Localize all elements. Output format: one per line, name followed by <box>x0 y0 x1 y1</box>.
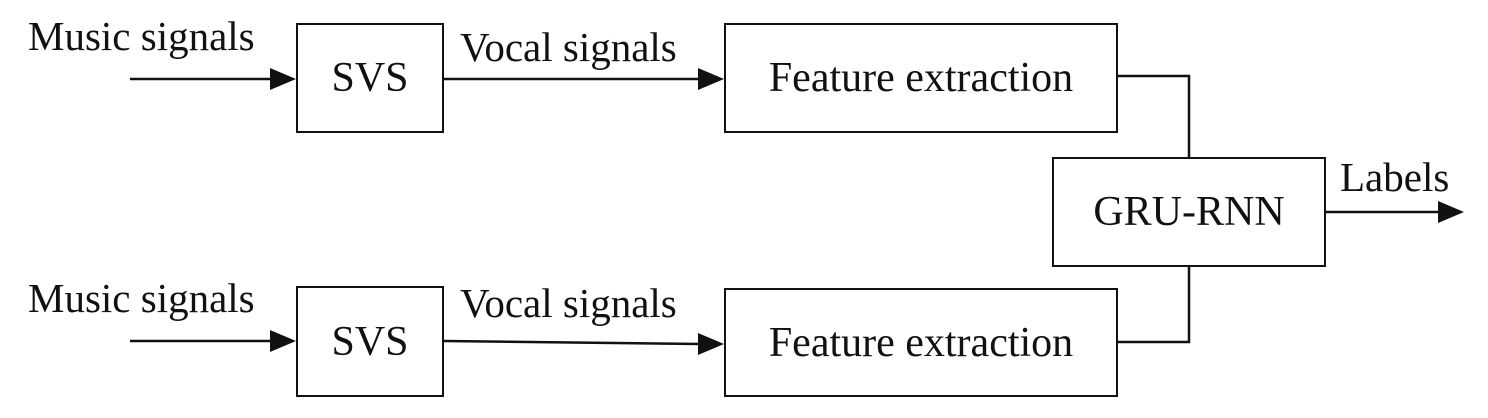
bottom-svs-label: SVS <box>331 318 409 365</box>
bottom-input-label: Music signals <box>28 275 255 321</box>
top-input-label: Music signals <box>28 13 255 59</box>
output-label: Labels <box>1340 154 1450 200</box>
bottom-to-gru-connector <box>1117 266 1191 344</box>
gru-rnn-box: GRU-RNN <box>1052 157 1326 267</box>
output-arrowhead <box>1438 201 1464 223</box>
top-vocal-arrowhead <box>698 68 724 90</box>
bottom-svs-box: SVS <box>296 286 444 397</box>
bottom-input-arrowhead <box>270 330 296 352</box>
top-vocal-label: Vocal signals <box>460 24 677 70</box>
bottom-vocal-arrowhead <box>698 333 724 355</box>
gru-rnn-label: GRU-RNN <box>1093 189 1285 235</box>
top-to-gru-connector <box>1117 74 1191 157</box>
bottom-feature-box: Feature extraction <box>724 288 1118 397</box>
top-svs-label: SVS <box>331 55 409 101</box>
bottom-vocal-label: Vocal signals <box>460 280 677 326</box>
top-input-arrowhead <box>270 68 296 90</box>
top-feature-box: Feature extraction <box>724 23 1118 133</box>
bottom-vocal-arrow <box>443 339 701 346</box>
top-svs-box: SVS <box>296 23 444 133</box>
bottom-feature-label: Feature extraction <box>768 319 1074 366</box>
top-feature-label: Feature extraction <box>768 55 1074 101</box>
